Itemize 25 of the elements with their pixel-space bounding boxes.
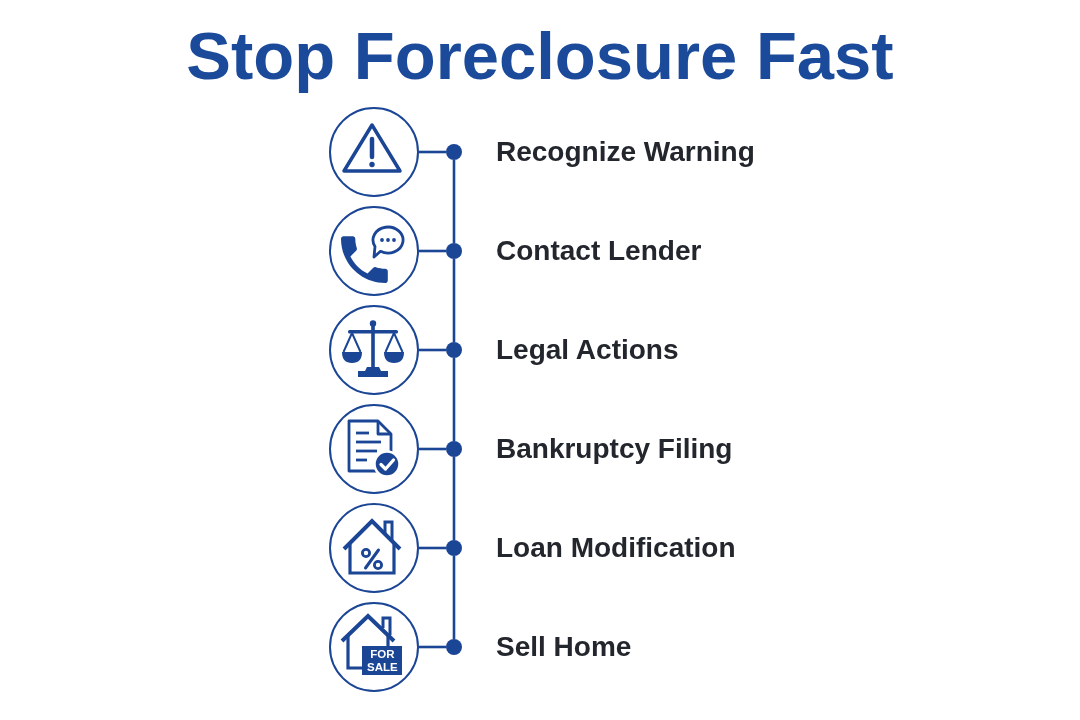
step-label: Loan Modification xyxy=(496,531,736,565)
step-label: Contact Lender xyxy=(496,234,702,268)
connector-line xyxy=(419,546,446,550)
connector-line xyxy=(419,348,446,352)
connector-line xyxy=(419,645,446,649)
connector-line xyxy=(452,556,456,639)
for-sale-sign: FOR SALE xyxy=(362,646,403,676)
timeline-dot xyxy=(446,342,462,358)
timeline-dot xyxy=(446,144,462,160)
connector-line xyxy=(419,150,446,154)
timeline-dot xyxy=(446,639,462,655)
step-label: Legal Actions xyxy=(496,333,679,367)
title: Stop Foreclosure Fast xyxy=(185,18,895,94)
step-label: Bankruptcy Filing xyxy=(496,432,733,466)
connector-line xyxy=(452,358,456,441)
timeline-dot xyxy=(446,540,462,556)
timeline-dot xyxy=(446,441,462,457)
connector-line xyxy=(452,457,456,540)
timeline-dot xyxy=(446,243,462,259)
connector-line xyxy=(419,249,446,253)
connector-line xyxy=(419,447,446,451)
connector-line xyxy=(452,160,456,243)
connector-line xyxy=(452,259,456,342)
step-label: Sell Home xyxy=(496,630,632,664)
step-label: Recognize Warning xyxy=(496,135,755,169)
